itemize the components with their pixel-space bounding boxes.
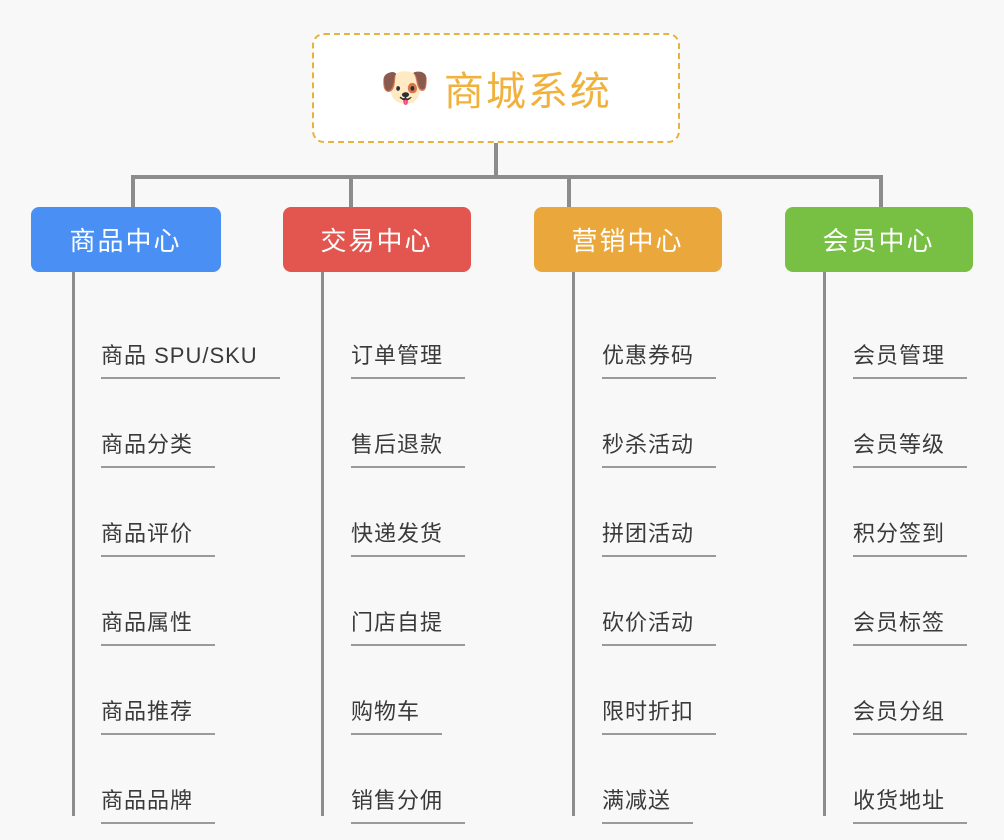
leaf-label: 会员等级 <box>853 427 968 468</box>
columns-container: 商品中心 商品 SPU/SKU 商品分类 商品评价 商品属性 商品推荐 商品品牌… <box>0 207 1004 824</box>
leaf-label: 会员分组 <box>853 694 968 735</box>
leaf-label: 商品推荐 <box>101 694 216 735</box>
list-item[interactable]: 门店自提 <box>251 557 502 646</box>
list-item[interactable]: 会员管理 <box>753 290 1004 379</box>
leaf-label: 销售分佣 <box>351 783 466 824</box>
leaf-spine-marketing-center <box>572 272 575 816</box>
category-label-marketing-center: 营销中心 <box>571 226 684 256</box>
category-label-member-center: 会员中心 <box>822 226 935 256</box>
root-title: 商城系统 <box>443 70 612 114</box>
list-item[interactable]: 优惠券码 <box>502 290 753 379</box>
list-item[interactable]: 商品属性 <box>0 557 251 646</box>
leaf-label: 满减送 <box>602 783 694 824</box>
list-item[interactable]: 积分签到 <box>753 468 1004 557</box>
leaf-label: 商品 SPU/SKU <box>101 338 280 379</box>
list-item[interactable]: 商品推荐 <box>0 646 251 735</box>
list-item[interactable]: 砍价活动 <box>502 557 753 646</box>
leaf-label: 拼团活动 <box>602 516 717 557</box>
category-box-product-center[interactable]: 商品中心 <box>30 207 221 272</box>
list-item[interactable]: 秒杀活动 <box>502 379 753 468</box>
connector-drop-product-center <box>131 175 135 207</box>
list-item[interactable]: 收货地址 <box>753 735 1004 824</box>
connector-horizontal-bus <box>131 175 883 179</box>
leaf-label: 商品品牌 <box>101 783 216 824</box>
list-item[interactable]: 限时折扣 <box>502 646 753 735</box>
leaf-label: 商品分类 <box>101 427 216 468</box>
list-item[interactable]: 商品分类 <box>0 379 251 468</box>
leaf-stack-product-center: 商品 SPU/SKU 商品分类 商品评价 商品属性 商品推荐 商品品牌 <box>0 272 280 824</box>
column-marketing-center: 营销中心 优惠券码 秒杀活动 拼团活动 砍价活动 限时折扣 满减送 <box>502 207 753 824</box>
root-node[interactable]: 🐶 商城系统 <box>312 33 680 143</box>
list-item[interactable]: 订单管理 <box>251 290 502 379</box>
leaf-stack-trade-center: 订单管理 售后退款 快递发货 门店自提 购物车 销售分佣 <box>251 272 502 824</box>
list-item[interactable]: 商品品牌 <box>0 735 251 824</box>
leaf-label: 购物车 <box>351 694 443 735</box>
list-item[interactable]: 会员分组 <box>753 646 1004 735</box>
list-item[interactable]: 会员等级 <box>753 379 1004 468</box>
list-item[interactable]: 销售分佣 <box>251 735 502 824</box>
leaf-label: 商品评价 <box>101 516 216 557</box>
list-item[interactable]: 拼团活动 <box>502 468 753 557</box>
column-member-center: 会员中心 会员管理 会员等级 积分签到 会员标签 会员分组 收货地址 <box>753 207 1004 824</box>
leaf-stack-member-center: 会员管理 会员等级 积分签到 会员标签 会员分组 收货地址 <box>753 272 1004 824</box>
connector-drop-trade-center <box>349 175 353 207</box>
leaf-label: 会员标签 <box>853 605 968 646</box>
connector-drop-marketing-center <box>567 175 571 207</box>
category-box-marketing-center[interactable]: 营销中心 <box>533 207 722 272</box>
category-label-product-center: 商品中心 <box>69 226 182 256</box>
leaf-spine-trade-center <box>321 272 324 816</box>
leaf-spine-product-center <box>72 272 75 816</box>
leaf-spine-member-center <box>823 272 826 816</box>
category-box-member-center[interactable]: 会员中心 <box>784 207 973 272</box>
column-trade-center: 交易中心 订单管理 售后退款 快递发货 门店自提 购物车 销售分佣 <box>251 207 502 824</box>
leaf-label: 会员管理 <box>853 338 968 379</box>
column-product-center: 商品中心 商品 SPU/SKU 商品分类 商品评价 商品属性 商品推荐 商品品牌 <box>0 207 280 824</box>
list-item[interactable]: 快递发货 <box>251 468 502 557</box>
leaf-label: 门店自提 <box>351 605 466 646</box>
leaf-label: 优惠券码 <box>602 338 717 379</box>
connector-drop-member-center <box>879 175 883 207</box>
leaf-label: 限时折扣 <box>602 694 717 735</box>
leaf-label: 积分签到 <box>853 516 968 557</box>
leaf-label: 快递发货 <box>351 516 466 557</box>
category-box-trade-center[interactable]: 交易中心 <box>282 207 471 272</box>
leaf-label: 砍价活动 <box>602 605 717 646</box>
leaf-stack-marketing-center: 优惠券码 秒杀活动 拼团活动 砍价活动 限时折扣 满减送 <box>502 272 753 824</box>
leaf-label: 订单管理 <box>351 338 466 379</box>
list-item[interactable]: 商品 SPU/SKU <box>0 290 280 379</box>
leaf-label: 商品属性 <box>101 605 216 646</box>
dog-face-icon: 🐶 <box>380 66 430 110</box>
leaf-label: 收货地址 <box>853 783 968 824</box>
list-item[interactable]: 购物车 <box>251 646 502 735</box>
category-label-trade-center: 交易中心 <box>320 226 433 256</box>
list-item[interactable]: 售后退款 <box>251 379 502 468</box>
list-item[interactable]: 会员标签 <box>753 557 1004 646</box>
connector-root-stem <box>494 143 498 177</box>
leaf-label: 售后退款 <box>351 427 466 468</box>
list-item[interactable]: 满减送 <box>502 735 753 824</box>
list-item[interactable]: 商品评价 <box>0 468 251 557</box>
leaf-label: 秒杀活动 <box>602 427 717 468</box>
